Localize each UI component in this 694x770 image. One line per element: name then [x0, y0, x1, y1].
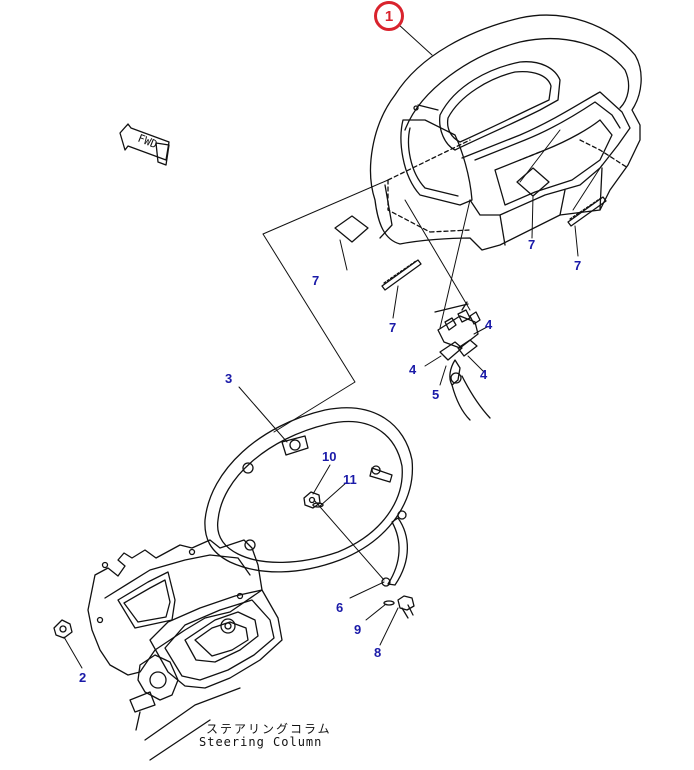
panel-frame: [204, 407, 414, 573]
callout-7[interactable]: 7: [528, 237, 536, 252]
steering-column-assembly: [87, 539, 283, 761]
clip-part-2: [53, 619, 73, 639]
steering-column-label-en: Steering Column: [199, 735, 323, 749]
callout-10[interactable]: 10: [322, 449, 337, 464]
callout-7[interactable]: 7: [389, 320, 397, 335]
callout-11[interactable]: 11: [343, 472, 357, 487]
callout-9[interactable]: 9: [354, 622, 362, 637]
leader-lines: [63, 23, 579, 669]
callout-1[interactable]: 1: [374, 1, 404, 31]
callout-1-label: 1: [384, 7, 394, 25]
callout-6[interactable]: 6: [336, 600, 344, 615]
steering-column-label-jp: ステアリングコラム: [206, 722, 332, 736]
clip-strips: [381, 196, 607, 291]
callout-4[interactable]: 4: [485, 317, 493, 332]
bracket: [381, 510, 408, 587]
callout-4[interactable]: 4: [409, 362, 417, 377]
connector-harness: [434, 301, 491, 421]
callout-2[interactable]: 2: [79, 670, 87, 685]
callout-5[interactable]: 5: [432, 387, 440, 402]
callout-4[interactable]: 4: [480, 367, 488, 382]
callout-7[interactable]: 7: [312, 273, 320, 288]
callout-7[interactable]: 7: [574, 258, 582, 273]
adhesive-pads: [334, 167, 550, 243]
dashboard-cover: [369, 14, 642, 251]
callout-3[interactable]: 3: [225, 371, 233, 386]
nut-and-washer: [303, 491, 324, 509]
fwd-label: FWD: [136, 132, 159, 151]
bolt-and-washer: [383, 595, 415, 619]
assembly-lines: [262, 129, 603, 581]
callout-8[interactable]: 8: [374, 645, 382, 660]
fwd-arrow-icon: [119, 123, 170, 166]
